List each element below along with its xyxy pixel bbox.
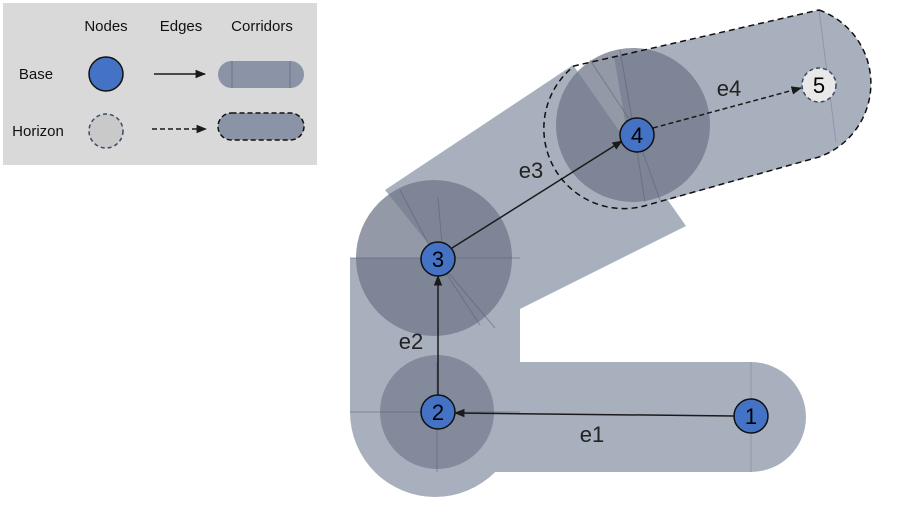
legend-header-corridors: Corridors bbox=[231, 18, 293, 35]
corridors bbox=[350, 9, 872, 497]
node-label-3: 3 bbox=[432, 247, 444, 272]
legend: Nodes Edges Corridors Base Horizon bbox=[3, 3, 317, 165]
edge-label-e2: e2 bbox=[399, 329, 423, 354]
node-4[interactable]: 4 bbox=[619, 117, 655, 153]
node-label-2: 2 bbox=[432, 400, 444, 425]
legend-header-nodes: Nodes bbox=[84, 18, 127, 35]
edge-e4 bbox=[652, 86, 803, 129]
node-5[interactable]: 5 bbox=[801, 67, 837, 103]
legend-horizon-corridor-icon bbox=[217, 112, 305, 141]
edge-label-e4: e4 bbox=[717, 76, 741, 101]
node-2[interactable]: 2 bbox=[420, 394, 456, 430]
legend-base-node-icon bbox=[88, 56, 124, 92]
legend-horizon-node-icon bbox=[88, 113, 124, 149]
legend-row-horizon: Horizon bbox=[12, 123, 64, 140]
node-label-5: 5 bbox=[813, 73, 825, 98]
edge-label-e3: e3 bbox=[519, 158, 543, 183]
node-label-1: 1 bbox=[745, 404, 757, 429]
edge-e3 bbox=[451, 140, 623, 249]
edge-label-e1: e1 bbox=[580, 422, 604, 447]
node-1[interactable]: 1 bbox=[733, 398, 769, 434]
edge-e1 bbox=[453, 408, 735, 418]
edges: e1 e2 e3 e4 bbox=[399, 76, 803, 447]
node-label-4: 4 bbox=[631, 123, 643, 148]
node-3[interactable]: 3 bbox=[420, 241, 456, 277]
legend-row-base: Base bbox=[19, 66, 53, 83]
nodes: 1 2 3 4 5 bbox=[420, 67, 837, 434]
legend-base-corridor-icon bbox=[218, 61, 304, 88]
legend-header-edges: Edges bbox=[160, 18, 203, 35]
